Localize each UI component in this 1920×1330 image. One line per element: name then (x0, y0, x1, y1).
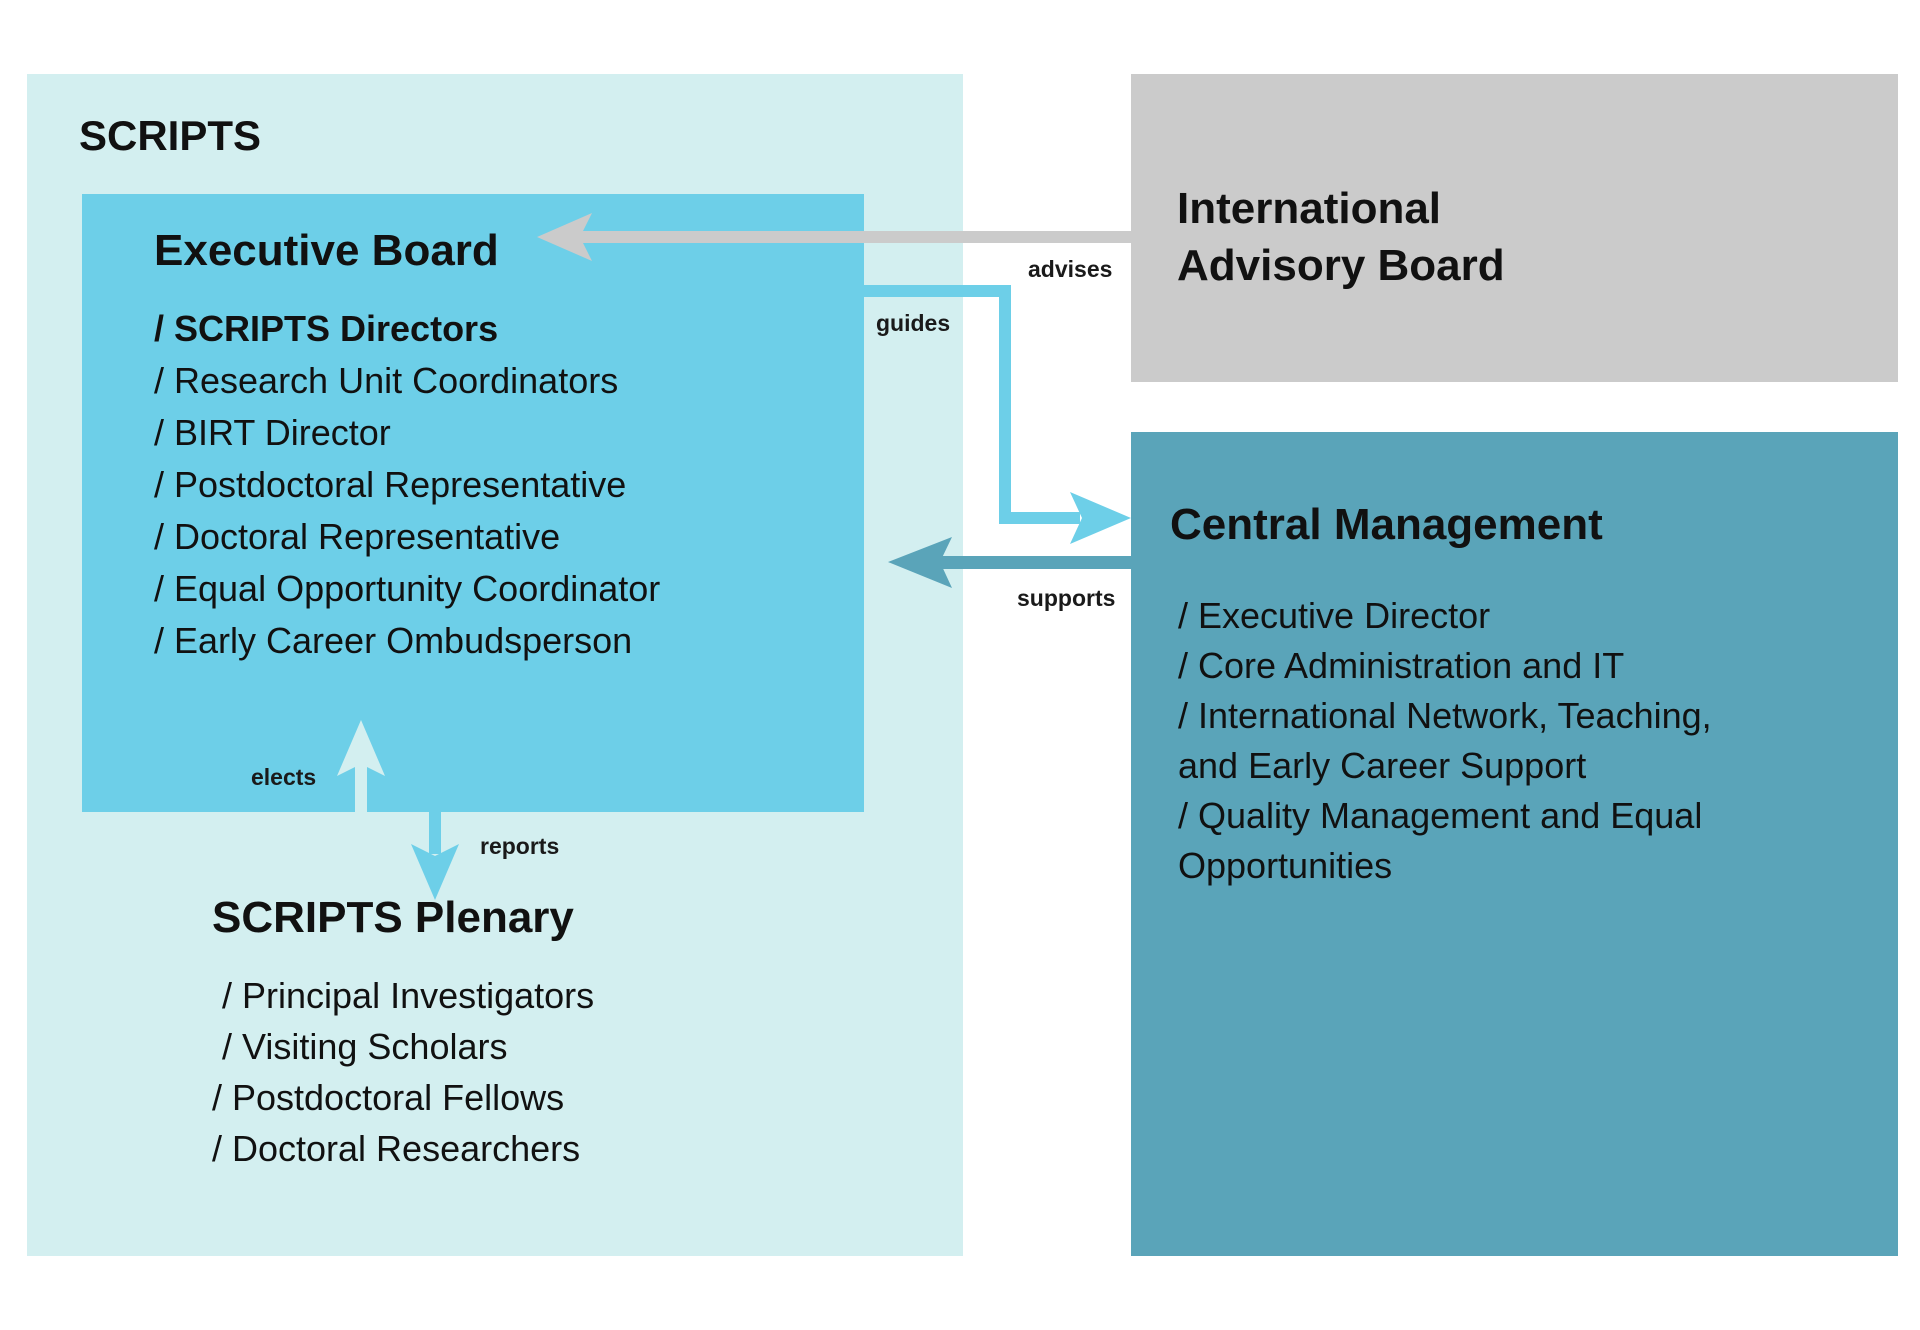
list-item: / SCRIPTS Directors (154, 308, 499, 349)
advises-label: advises (1028, 256, 1113, 282)
advisory-board-box (1131, 74, 1898, 382)
list-item: / Postdoctoral Fellows (212, 1077, 565, 1118)
executive-board-list: / SCRIPTS Directors / Research Unit Coor… (154, 303, 660, 667)
list-item: / Equal Opportunity Coordinator (154, 568, 661, 609)
reports-label: reports (480, 833, 560, 859)
elects-label: elects (251, 764, 317, 790)
scripts-title: SCRIPTS (79, 112, 262, 159)
central-management-list: / Executive Director / Core Administrati… (1178, 591, 1878, 891)
plenary-list: / Principal Investigators / Visiting Sch… (212, 970, 594, 1174)
executive-board-box (82, 194, 864, 812)
list-item: / Early Career Ombudsperson (154, 620, 633, 661)
list-item: / Executive Director (1178, 595, 1491, 636)
list-item: / International Network, Teaching, and E… (1178, 695, 1712, 786)
list-item: / Principal Investigators (212, 975, 595, 1016)
list-item: / Core Administration and IT (1178, 645, 1625, 686)
central-management-box (1131, 432, 1898, 1256)
list-item: / Doctoral Researchers (212, 1128, 581, 1169)
list-item: / Doctoral Representative (154, 516, 561, 557)
guides-label: guides (876, 310, 951, 336)
executive-board-title: Executive Board (154, 226, 499, 275)
list-item: / Quality Management and Equal Opportuni… (1178, 795, 1703, 886)
supports-label: supports (1017, 585, 1116, 611)
plenary-title: SCRIPTS Plenary (212, 893, 574, 942)
advisory-board-title: International Advisory Board (1177, 184, 1505, 290)
list-item: / Research Unit Coordinators (154, 360, 619, 401)
list-item: / Visiting Scholars (212, 1026, 508, 1067)
central-management-title: Central Management (1170, 500, 1603, 549)
list-item: / BIRT Director (154, 412, 391, 453)
list-item: / Postdoctoral Representative (154, 464, 627, 505)
